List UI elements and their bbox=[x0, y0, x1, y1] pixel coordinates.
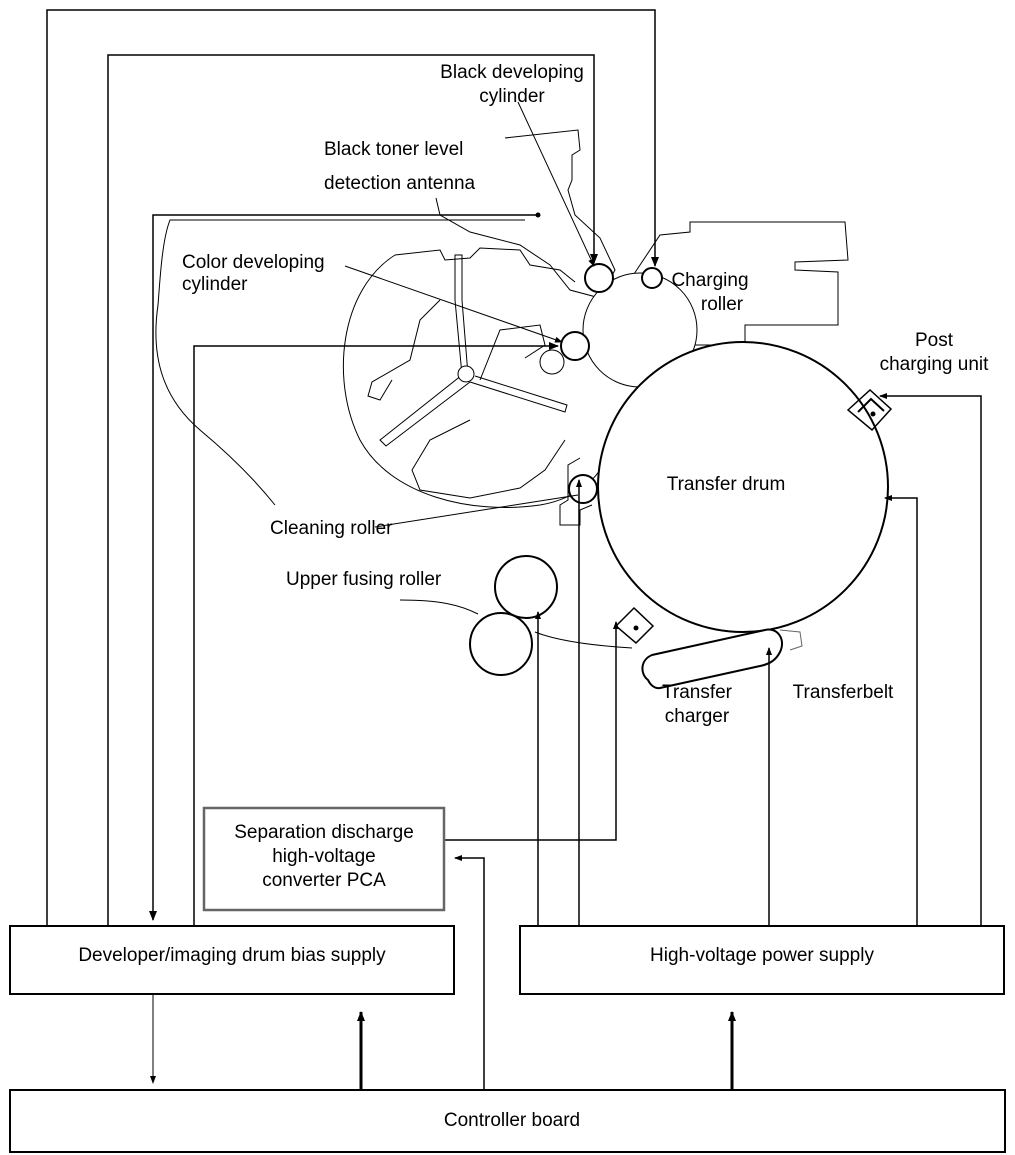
wire-dev-to-charging-roller bbox=[46, 9, 659, 928]
post-charging-label-1: Post bbox=[915, 330, 954, 351]
cleaning-roller-label: Cleaning roller bbox=[270, 518, 393, 539]
charging-roller bbox=[641, 267, 663, 289]
developer-supply-label: Developer/imaging drum bias supply bbox=[78, 945, 386, 966]
color-developing-cylinder bbox=[560, 331, 590, 361]
transfer-drum bbox=[597, 341, 889, 633]
black-developing-cylinder bbox=[584, 263, 614, 293]
black-developer-housing bbox=[435, 129, 616, 299]
transfer-charger bbox=[641, 628, 803, 690]
cleaning-roller bbox=[568, 474, 598, 504]
post-charging-unit-icon bbox=[846, 388, 893, 432]
transfer-belt-label: Transferbelt bbox=[793, 682, 894, 703]
color-developing-secondary-roller bbox=[539, 349, 565, 375]
charging-unit-housing bbox=[629, 221, 849, 346]
black-dev-label-1: Black developing bbox=[440, 62, 584, 83]
color-dev-label-1: Color developing bbox=[182, 252, 325, 273]
hv-power-supply-label: High-voltage power supply bbox=[650, 945, 874, 966]
wire-controller-to-pca bbox=[454, 855, 485, 1091]
cleaning-roller-leader bbox=[374, 494, 579, 528]
wire-hv-to-post-charging bbox=[879, 393, 982, 928]
upper-fusing-roller bbox=[494, 555, 558, 619]
black-dev-leader bbox=[517, 101, 595, 267]
hv-power-supply-box bbox=[519, 925, 1005, 995]
separation-charger-icon bbox=[614, 606, 655, 645]
pca-label-3: converter PCA bbox=[262, 870, 386, 891]
controller-board-label: Controller board bbox=[444, 1110, 580, 1131]
wire-hv-to-transfer-drum bbox=[884, 495, 918, 928]
upper-fusing-leader bbox=[399, 599, 479, 615]
wire-pca-to-separation bbox=[444, 621, 619, 841]
post-charging-label-2: charging unit bbox=[880, 354, 990, 375]
carousel-hub bbox=[457, 365, 475, 383]
developer-unit-outline bbox=[343, 247, 601, 526]
upper-fusing-label: Upper fusing roller bbox=[286, 569, 442, 590]
black-dev-label-2: cylinder bbox=[479, 86, 545, 107]
pca-label-2: high-voltage bbox=[272, 846, 376, 867]
antenna-label-2: detection antenna bbox=[324, 173, 476, 194]
color-dev-label-2: cylinder bbox=[182, 274, 248, 295]
fusing-rollers bbox=[469, 555, 558, 676]
wire-dev-to-color-cylinder bbox=[193, 342, 559, 928]
lower-fusing-roller bbox=[469, 612, 533, 676]
cleaning-leader bbox=[155, 219, 525, 506]
transfer-charger-label-2: charger bbox=[665, 706, 730, 727]
controller-board-box bbox=[9, 1089, 1006, 1153]
transfer-drum-label: Transfer drum bbox=[667, 474, 786, 495]
transfer-charger-label-1: Transfer bbox=[662, 682, 733, 703]
charging-roller-label-1: Charging bbox=[671, 270, 748, 291]
wire-antenna-to-dev bbox=[149, 214, 538, 921]
pca-label-1: Separation discharge bbox=[234, 822, 414, 843]
developer-supply-box bbox=[9, 925, 455, 995]
charging-roller-label-2: roller bbox=[701, 294, 744, 315]
wire-dev-to-black-cylinder bbox=[107, 54, 598, 928]
paper-path bbox=[534, 631, 633, 649]
separation-pca-box bbox=[202, 806, 446, 912]
antenna-label-1: Black toner level bbox=[324, 139, 463, 160]
color-dev-leader bbox=[344, 265, 563, 343]
